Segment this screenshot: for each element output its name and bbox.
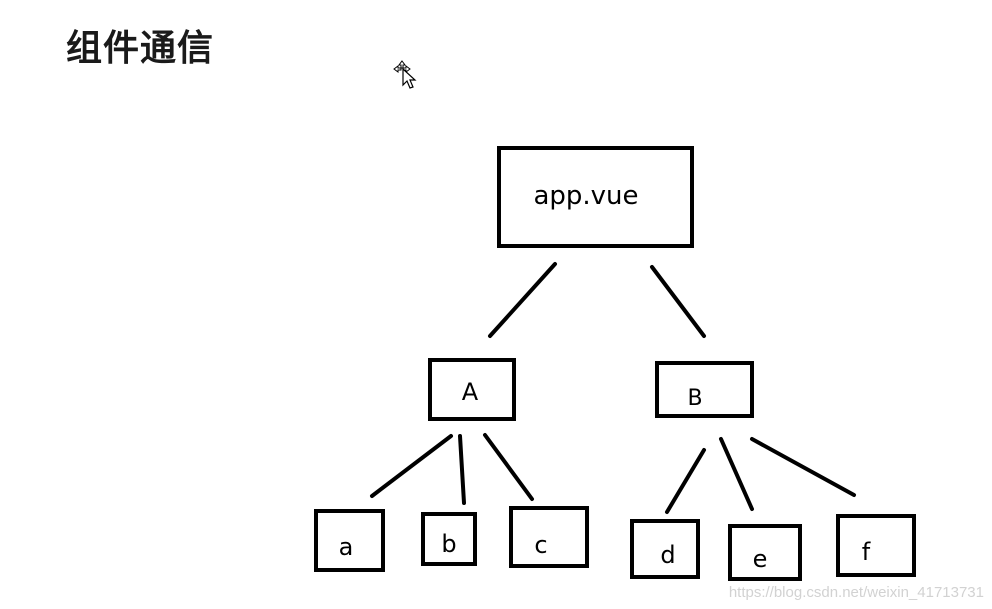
edge-root-to-A (488, 262, 557, 338)
edge-A-to-a (370, 434, 453, 498)
watermark: https://blog.csdn.net/weixin_41713731 (728, 584, 984, 601)
edge-B-to-d (665, 448, 706, 514)
node-c-label: c (534, 531, 547, 559)
move-cursor-icon (393, 60, 417, 89)
node-e: e (728, 524, 802, 581)
node-app-vue: app.vue (497, 146, 694, 248)
node-b: b (421, 512, 477, 566)
node-f: f (836, 514, 916, 577)
edge-B-to-e (719, 437, 754, 511)
edge-B-to-f (750, 437, 856, 497)
node-d-label: d (660, 541, 675, 569)
node-b-label: b (441, 530, 456, 558)
node-app-vue-label: app.vue (533, 181, 638, 211)
edge-A-to-b (458, 434, 466, 505)
node-f-label: f (862, 538, 871, 566)
node-e-label: e (753, 545, 768, 573)
edge-root-to-B (650, 265, 706, 338)
node-a-label: a (339, 533, 354, 561)
node-B-label: B (687, 386, 702, 411)
node-B: B (655, 361, 754, 418)
page-title: 组件通信 (66, 27, 215, 69)
edge-A-to-c (483, 433, 534, 501)
node-d: d (630, 519, 700, 579)
node-A-label: A (462, 378, 479, 406)
node-a: a (314, 509, 385, 572)
node-A: A (428, 358, 516, 421)
node-c: c (509, 506, 589, 568)
